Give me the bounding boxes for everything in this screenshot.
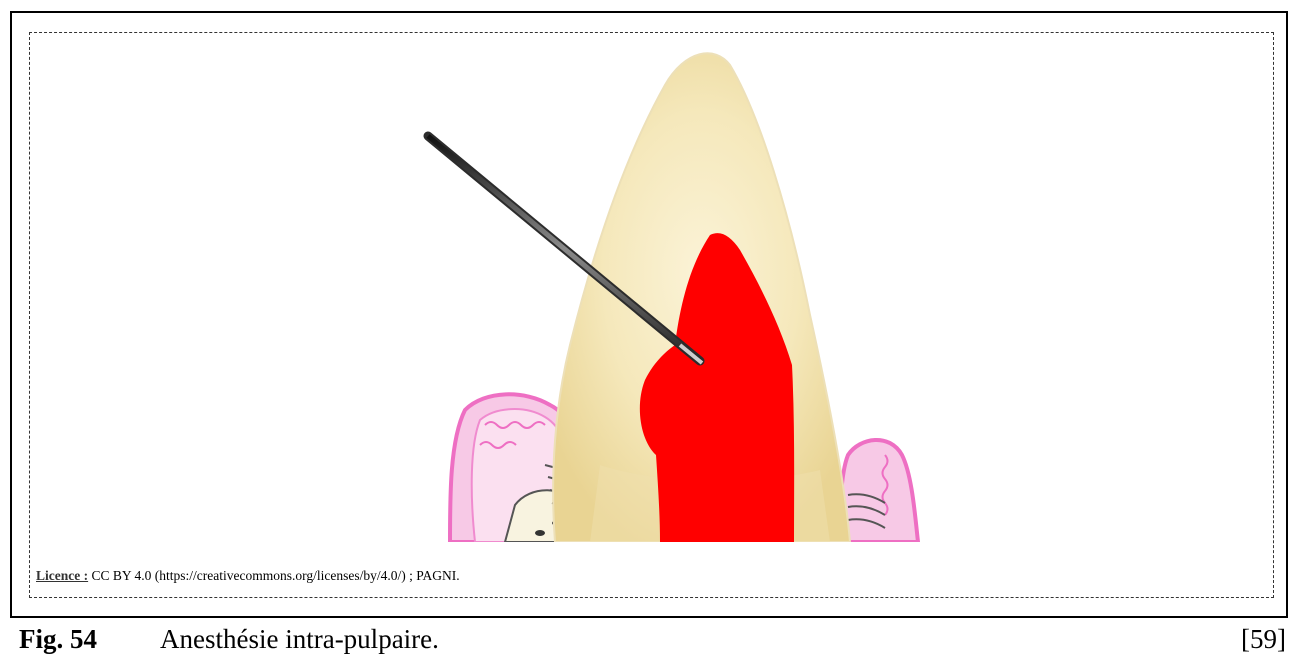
figure-title: Anesthésie intra-pulpaire.	[160, 624, 439, 655]
figure-number: Fig. 54	[19, 624, 97, 655]
licence-text: CC BY 4.0 (https://creativecommons.org/l…	[88, 568, 459, 583]
figure-reference: [59]	[1241, 624, 1286, 655]
figure-caption: Fig. 54 Anesthésie intra-pulpaire. [59]	[0, 622, 1294, 666]
tooth-illustration	[300, 45, 1020, 542]
gum-right	[840, 440, 918, 542]
licence-line: Licence : CC BY 4.0 (https://creativecom…	[36, 568, 460, 584]
licence-label: Licence :	[36, 568, 88, 583]
